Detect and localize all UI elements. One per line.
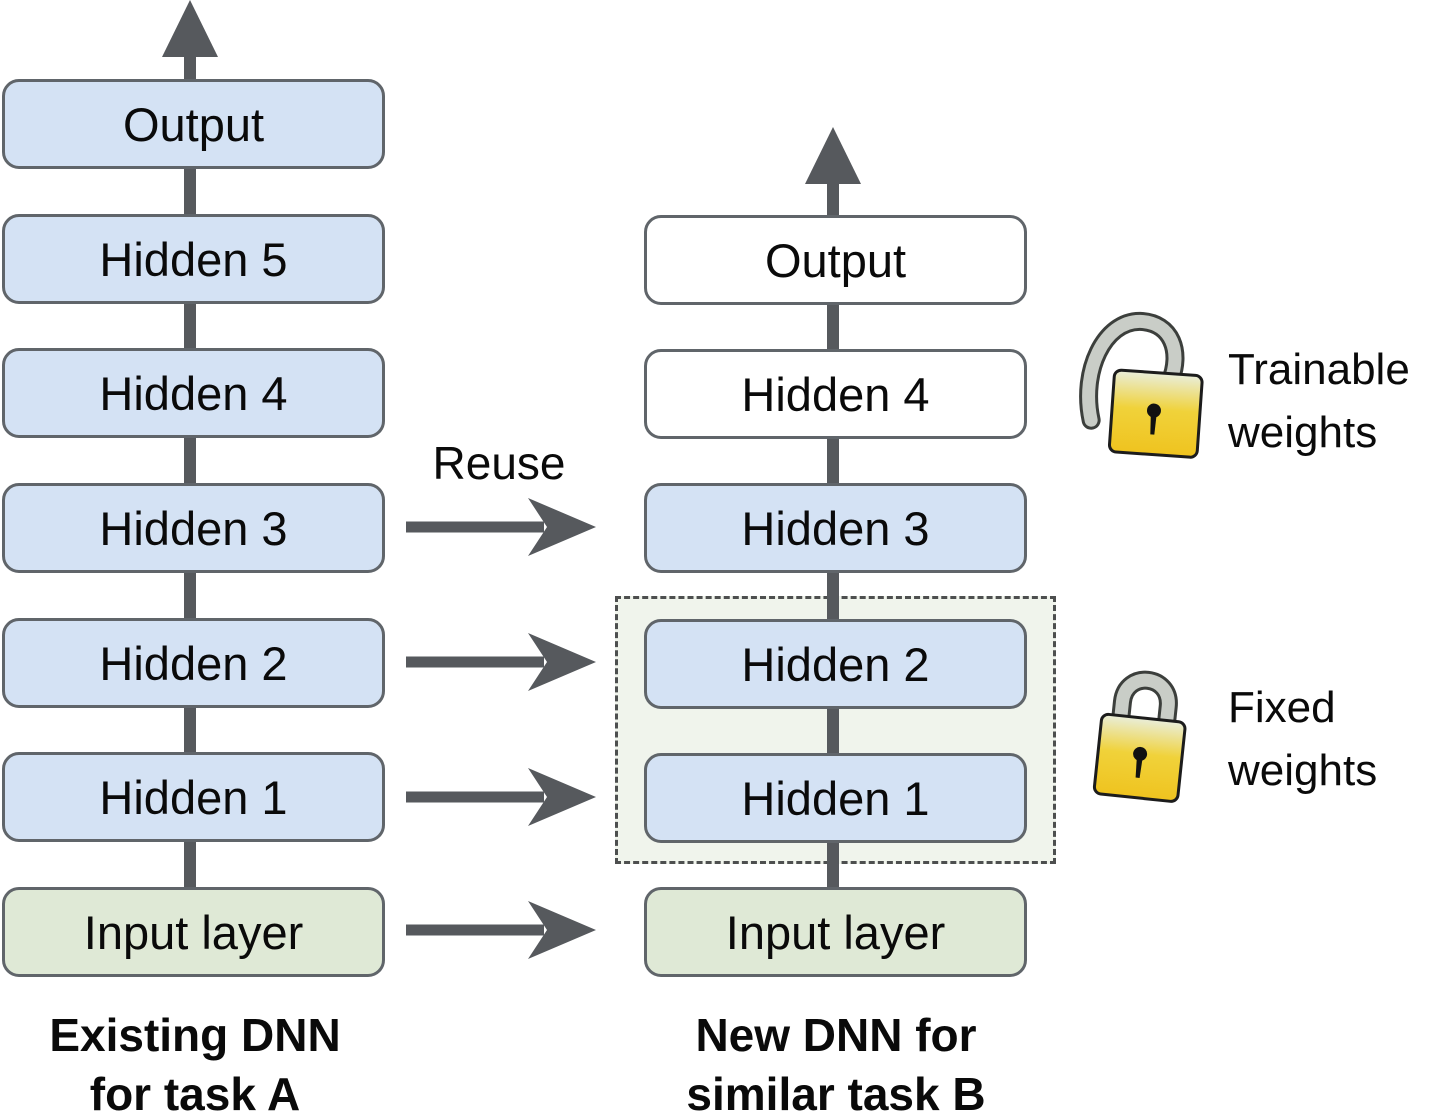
layer-box-hidden2-a: Hidden 2 <box>2 618 385 708</box>
locked-padlock-icon <box>1092 670 1187 803</box>
layer-box-input-a: Input layer <box>2 887 385 977</box>
layer-box-hidden1-b: Hidden 1 <box>644 753 1027 843</box>
trainable-line2: weights <box>1228 408 1378 457</box>
right-network-caption: New DNN for similar task B <box>640 1006 1032 1113</box>
layer-box-output-b: Output <box>644 215 1027 305</box>
layer-box-input-b: Input layer <box>644 887 1027 977</box>
left-caption-line1: Existing DNN <box>49 1009 341 1061</box>
right-caption-line2: similar task B <box>686 1068 986 1113</box>
right-arrow-icon <box>406 498 596 556</box>
right-arrow-icon <box>406 633 596 691</box>
layer-box-output-a: Output <box>2 79 385 169</box>
up-arrow-icon <box>805 127 861 184</box>
layer-box-hidden3-a: Hidden 3 <box>2 483 385 573</box>
left-network-caption: Existing DNN for task A <box>0 1006 390 1113</box>
fixed-weights-label: Fixed weights <box>1228 676 1377 802</box>
layer-box-hidden2-b: Hidden 2 <box>644 619 1027 709</box>
trainable-weights-label: Trainable weights <box>1228 338 1410 464</box>
layer-box-hidden4-a: Hidden 4 <box>2 348 385 438</box>
trainable-line1: Trainable <box>1228 345 1410 394</box>
reuse-label: Reuse <box>432 437 566 489</box>
fixed-line1: Fixed <box>1228 683 1336 732</box>
fixed-line2: weights <box>1228 746 1378 795</box>
right-caption-line1: New DNN for <box>695 1009 977 1061</box>
up-arrow-icon <box>162 0 218 57</box>
right-arrow-icon <box>406 901 596 959</box>
left-caption-line2: for task A <box>89 1068 301 1113</box>
right-arrow-icon <box>406 768 596 826</box>
layer-box-hidden1-a: Hidden 1 <box>2 752 385 842</box>
unlocked-padlock-icon <box>1079 311 1204 459</box>
layer-box-hidden4-b: Hidden 4 <box>644 349 1027 439</box>
layer-box-hidden5-a: Hidden 5 <box>2 214 385 304</box>
layer-box-hidden3-b: Hidden 3 <box>644 483 1027 573</box>
